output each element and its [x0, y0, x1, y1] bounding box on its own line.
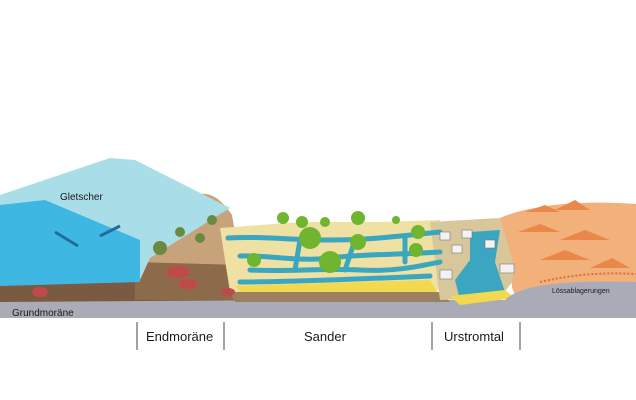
houses	[439, 229, 515, 280]
trees	[247, 211, 425, 273]
bedrock-layer	[0, 300, 636, 318]
boulders	[32, 266, 235, 297]
label-gletscher: Gletscher	[60, 192, 103, 203]
zone-label-sander: Sander	[304, 329, 347, 344]
loess-ridges	[518, 200, 630, 268]
loess-bedrock	[500, 281, 636, 318]
urstromtal-yellow	[450, 290, 515, 305]
sander-gravel-layer	[230, 292, 450, 302]
label-loess: Lössablagerungen	[552, 288, 610, 295]
glacier-crevasse	[54, 230, 79, 248]
loess-dotted-line	[539, 272, 636, 283]
zone-label-endmoraene: Endmoräne	[146, 329, 213, 344]
zone-label-urstromtal: Urstromtal	[444, 329, 504, 344]
zone-separators	[136, 322, 521, 350]
glacier-blue	[0, 200, 140, 286]
glacier-crevasse	[99, 224, 121, 238]
moraine-bushes	[153, 215, 217, 255]
label-grundmoraene: Grundmoräne	[12, 308, 74, 319]
braided-channels	[225, 229, 443, 285]
